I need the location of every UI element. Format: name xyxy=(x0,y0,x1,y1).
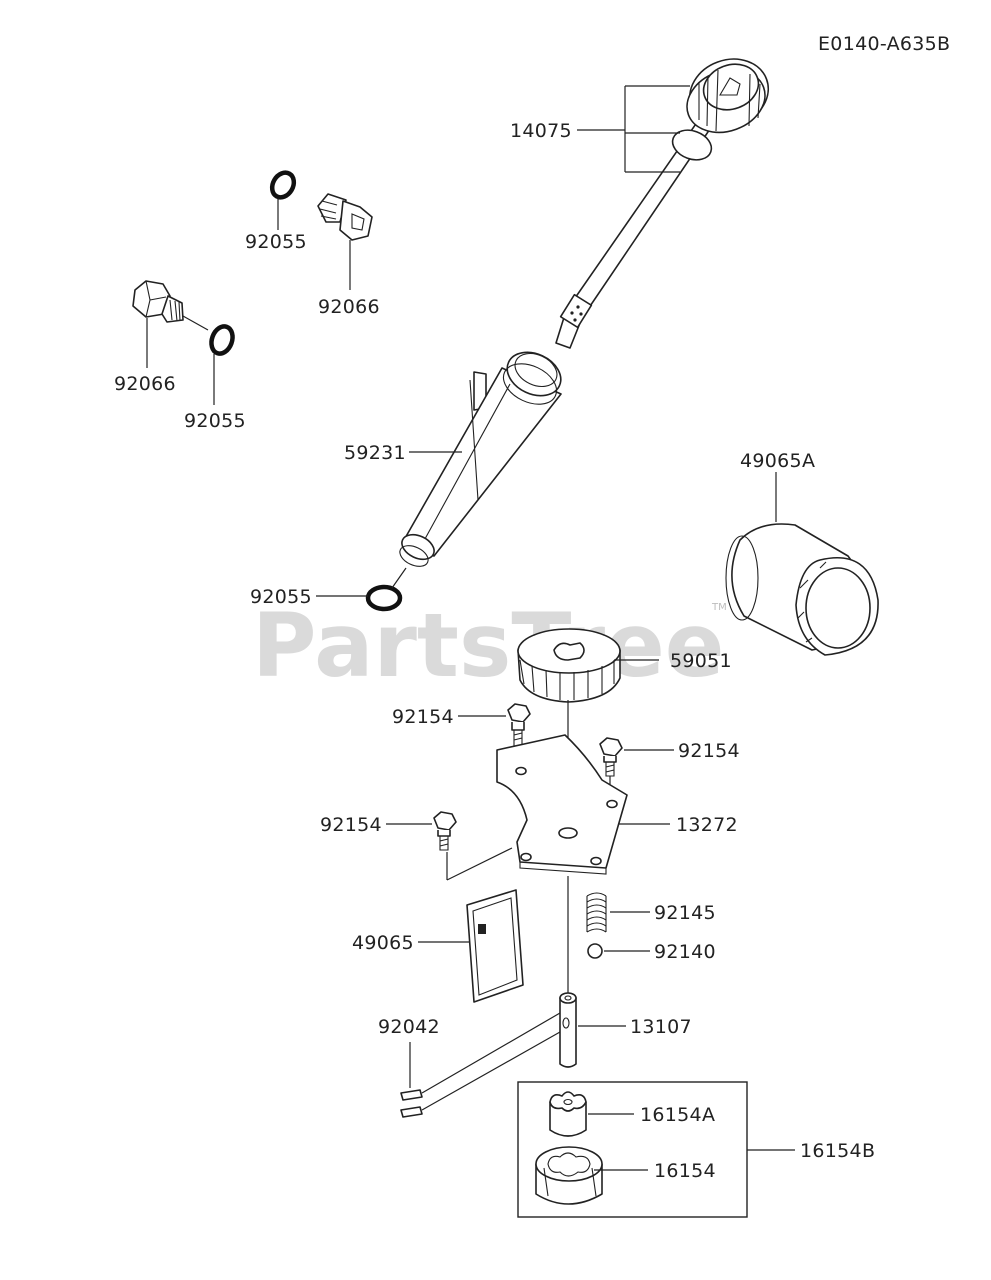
gear-59051[interactable] xyxy=(517,628,621,703)
dipstick-o-ring xyxy=(671,129,713,161)
ball-92140[interactable] xyxy=(587,943,603,959)
label-13107[interactable]: 13107 xyxy=(630,1016,692,1038)
bolt-92154-a[interactable] xyxy=(507,703,531,747)
spring-92145[interactable] xyxy=(586,892,607,933)
label-92145[interactable]: 92145 xyxy=(654,902,716,924)
label-92154-b[interactable]: 92154 xyxy=(678,740,740,762)
o-ring-92055-a[interactable] xyxy=(268,169,298,202)
leader-92042 xyxy=(409,1012,561,1111)
bolt-92154-c[interactable] xyxy=(433,811,457,851)
o-ring-92055-b[interactable] xyxy=(208,323,236,356)
label-49065A[interactable]: 49065A xyxy=(740,450,815,472)
label-14075[interactable]: 14075 xyxy=(510,120,572,142)
filler-tube-59231[interactable] xyxy=(397,344,568,570)
dipstick-14075[interactable] xyxy=(555,48,778,349)
leader-92055-c xyxy=(316,567,407,597)
oil-filter-49065A[interactable] xyxy=(725,523,879,656)
drain-plug-92066-b[interactable] xyxy=(132,280,184,323)
watermark: PartsTree xyxy=(252,594,724,697)
pins-92042[interactable] xyxy=(400,1089,423,1118)
label-92055-a[interactable]: 92055 xyxy=(245,231,307,253)
cover-plate-13272[interactable] xyxy=(496,734,628,875)
leader-92055-92066-a xyxy=(277,198,351,290)
bolt-92154-b[interactable] xyxy=(599,737,623,777)
label-49065[interactable]: 49065 xyxy=(352,932,414,954)
label-92140[interactable]: 92140 xyxy=(654,941,716,963)
label-92154-a[interactable]: 92154 xyxy=(392,706,454,728)
label-16154A[interactable]: 16154A xyxy=(640,1104,715,1126)
label-92066-b[interactable]: 92066 xyxy=(114,373,176,395)
label-16154B[interactable]: 16154B xyxy=(800,1140,875,1162)
label-92154-c[interactable]: 92154 xyxy=(320,814,382,836)
inner-rotor-16154A[interactable] xyxy=(549,1091,587,1137)
strainer-screen-49065[interactable] xyxy=(466,889,524,1003)
label-92066-a[interactable]: 92066 xyxy=(318,296,380,318)
leader-92066-92055-b xyxy=(146,315,215,405)
watermark-tm: TM xyxy=(711,602,727,613)
label-59231[interactable]: 59231 xyxy=(344,442,406,464)
diagram-code: E0140-A635B xyxy=(818,33,950,55)
leader-14075 xyxy=(577,85,690,173)
label-92042[interactable]: 92042 xyxy=(378,1016,440,1038)
label-59051[interactable]: 59051 xyxy=(670,650,732,672)
outer-rotor-16154[interactable] xyxy=(535,1146,603,1205)
label-13272[interactable]: 13272 xyxy=(676,814,738,836)
leader-92154-c xyxy=(386,823,513,881)
o-ring-92055-c[interactable] xyxy=(365,584,403,612)
label-92055-c[interactable]: 92055 xyxy=(250,586,312,608)
pump-shaft-13107[interactable] xyxy=(559,992,577,1068)
label-16154[interactable]: 16154 xyxy=(654,1160,716,1182)
label-92055-b[interactable]: 92055 xyxy=(184,410,246,432)
drain-plug-92066-a[interactable] xyxy=(317,193,373,241)
